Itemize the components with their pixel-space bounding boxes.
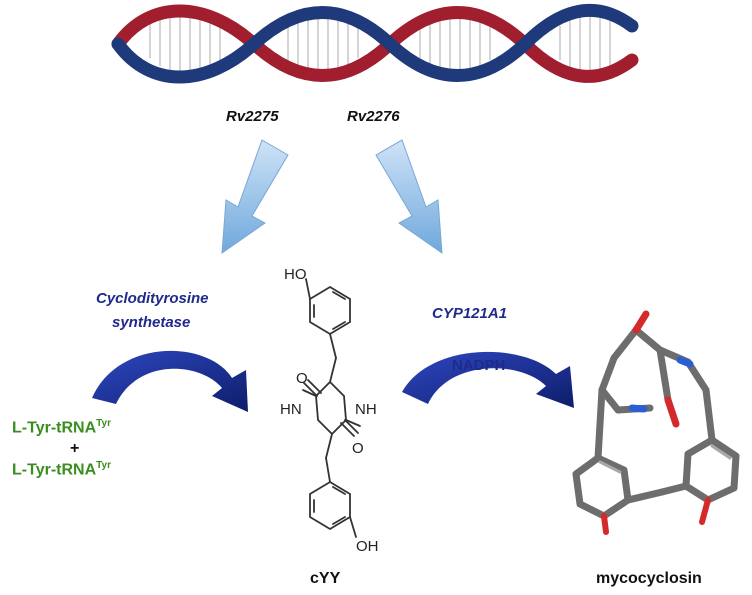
synthetase-reaction-arrow-icon xyxy=(92,350,248,412)
cyy-nh-left: HN xyxy=(280,401,302,418)
substrate-1: L-Tyr-tRNATyr xyxy=(12,418,111,437)
cyp121a1-label: CYP121A1 xyxy=(432,305,508,322)
gene-label-rv2275: Rv2275 xyxy=(226,108,279,125)
cyy-oh-top: HO xyxy=(284,266,307,283)
dna-base-pairs xyxy=(149,8,611,77)
synthetase-label-line2: synthetase xyxy=(112,314,191,331)
cyp121-reaction-arrow-icon xyxy=(402,351,574,408)
gene-label-rv2276: Rv2276 xyxy=(347,108,400,125)
synthetase-label-line1: Cyclodityrosine xyxy=(96,290,209,307)
substrate-1-sup: Tyr xyxy=(96,418,111,429)
substrate-2: L-Tyr-tRNATyr xyxy=(12,460,111,479)
dna-strand-blue xyxy=(111,3,639,84)
dna-helix-icon xyxy=(111,3,639,84)
substrate-1-main: L-Tyr-tRNA xyxy=(12,419,97,437)
cyy-o-upper: O xyxy=(296,370,308,387)
plus-sign: + xyxy=(70,440,80,457)
mycocyclosin-model xyxy=(572,310,740,535)
substrate-2-sup: Tyr xyxy=(96,460,111,471)
product-mycocyclosin-label: mycocyclosin xyxy=(596,570,702,587)
substrate-2-main: L-Tyr-tRNA xyxy=(12,461,97,479)
cyy-structure xyxy=(302,278,361,538)
left-gene-arrow-icon xyxy=(221,139,289,255)
product-cyy-label: cYY xyxy=(310,570,341,587)
cyy-nh-right: NH xyxy=(355,401,377,418)
nadph-label: NADPH xyxy=(452,357,506,374)
right-gene-arrow-icon xyxy=(375,139,443,255)
cyy-o-lower: O xyxy=(352,440,364,457)
cyy-oh-bottom: OH xyxy=(356,538,379,555)
